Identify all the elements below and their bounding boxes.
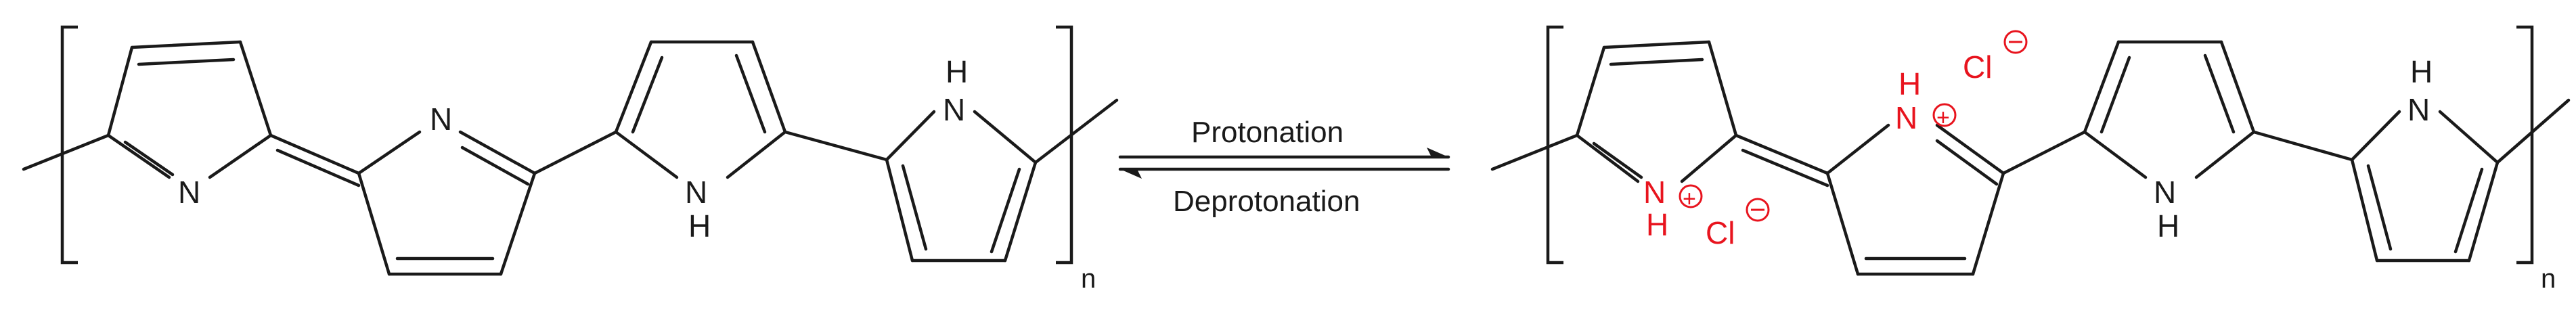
left-ring-3: N H [614,40,787,244]
right-ring-3-hydrogen: H [2157,208,2179,244]
right-ring-2-positive-charge [1932,103,1957,127]
left-bracket-close [1056,25,1073,265]
left-ring-1: N [106,40,273,210]
right-ring-4-nitrogen: N [2407,92,2430,127]
chloride-2-negative-charge [2003,30,2028,54]
right-ring-3: N H [2083,40,2256,244]
left-ring-2: N [357,102,537,276]
right-repeat-subscript: n [2541,264,2556,294]
deprotonation-label: Deprotonation [1173,185,1360,218]
right-ring-1-hydrogen: H [1646,207,1668,242]
left-ring-2-nitrogen: N [430,102,452,137]
protonation-label: Protonation [1191,116,1343,149]
chloride-1-negative-charge [1746,198,1770,222]
right-polymer-structure: n N H + Cl [1490,25,2571,294]
reverse-arrowhead [1120,169,1142,179]
right-ring-1-nitrogen: N [1643,175,1666,210]
left-ring-3-hydrogen: H [688,208,711,244]
right-ring-2-plus: + [1936,105,1950,131]
right-ring-1-positive-charge [1679,184,1703,208]
left-ring-4-hydrogen: H [946,54,968,89]
right-bracket-open [1546,25,1563,265]
right-ring-2: N H + Cl [1825,30,2028,276]
chloride-2: Cl [1963,49,1992,85]
left-polymer-structure: n N N [22,25,1119,294]
left-bracket-open [60,25,78,265]
chloride-1: Cl [1706,215,1735,250]
equilibrium-arrows: Protonation Deprotonation [1118,116,1450,218]
forward-arrowhead [1427,148,1448,157]
right-ring-2-nitrogen: N [1895,100,1917,135]
right-ring-1-plus: + [1683,186,1696,212]
right-ring-1: N H + Cl [1575,40,1770,250]
right-ring-4: N H [2350,54,2500,263]
right-ring-2-hydrogen: H [1898,66,1921,102]
left-repeat-subscript: n [1081,264,1096,294]
left-ring-1-nitrogen: N [178,175,200,210]
right-bracket-close [2516,25,2534,265]
right-ring-3-nitrogen: N [2154,175,2176,210]
left-ring-4: N H [885,54,1038,263]
left-ring-3-nitrogen: N [685,175,707,210]
left-ring-4-nitrogen: N [943,92,965,127]
right-ring-4-hydrogen: H [2410,54,2433,89]
